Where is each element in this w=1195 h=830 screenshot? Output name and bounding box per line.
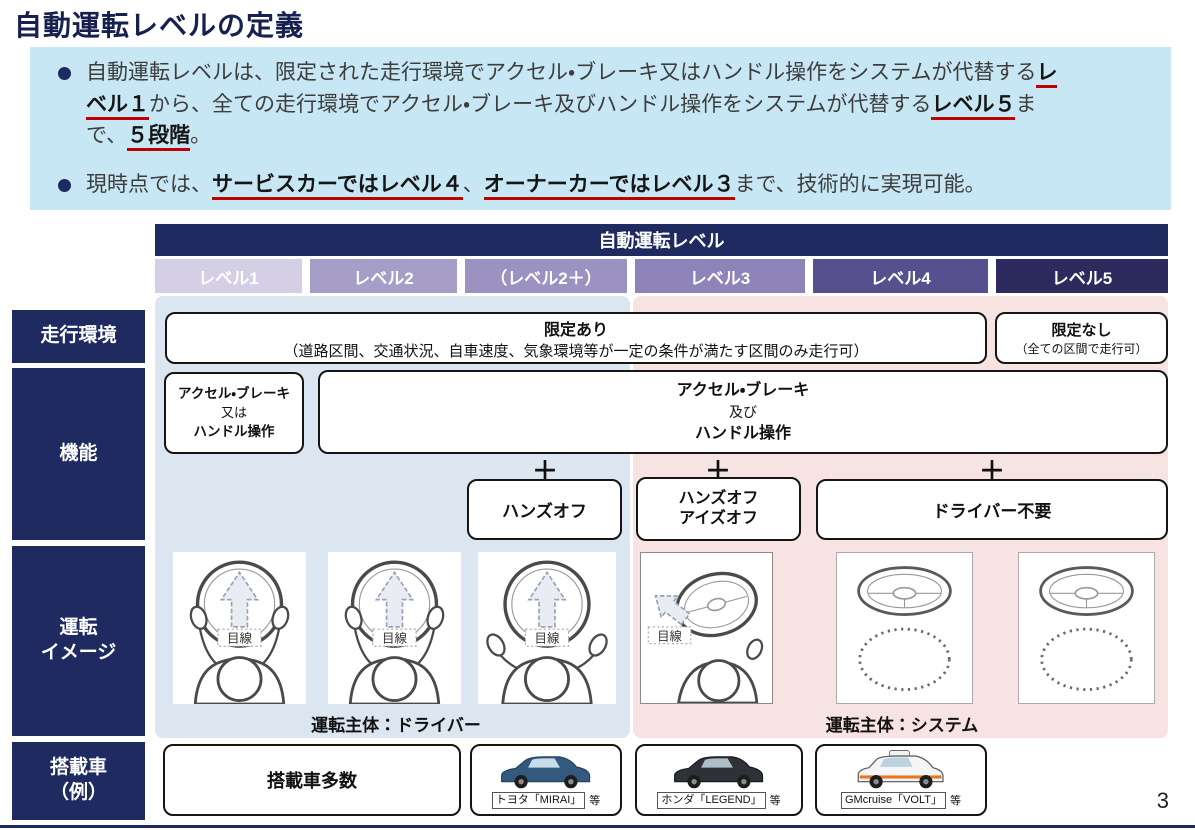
driving-image-level1: 目線 xyxy=(173,552,306,704)
intro-bullet-1-text: 自動運転レベルは、限定された走行環境でアクセル・ブレーキ又はハンドル操作をシステ… xyxy=(86,57,1071,152)
bullet-icon xyxy=(58,179,71,192)
gaze-label: 目線 xyxy=(382,631,407,646)
vehicle-volt-box: GMcruise「VOLT」 等 xyxy=(815,744,987,816)
vehicle-mirai-label: トヨタ「MIRAI」 等 xyxy=(491,792,600,809)
hands-off-box: ハンズオフ xyxy=(467,479,622,540)
emphasis-level1: レベル１ xyxy=(86,61,1058,120)
emphasis-owner-car: オーナーカーではレベル３ xyxy=(483,173,735,200)
car-mirai-icon xyxy=(501,756,591,789)
empty-seat-wheel-icon xyxy=(857,566,952,691)
empty-seat-wheel-icon xyxy=(1039,566,1134,691)
car-volt-icon xyxy=(857,750,944,789)
table-header: 自動運転レベル xyxy=(155,224,1168,256)
driving-image-level3: 目線 xyxy=(640,552,773,704)
driving-image-level5 xyxy=(1018,552,1155,704)
driver-subject-label: 運転主体：ドライバー xyxy=(311,716,481,735)
function-accel-or-steering-box: アクセル・ブレーキ 又は ハンドル操作 xyxy=(164,372,304,454)
environment-limited-box: 限定あり （道路区間、交通状況、自車速度、気象環境等が一定の条件が満たす区間のみ… xyxy=(165,312,987,364)
gaze-label: 目線 xyxy=(227,631,252,646)
page-title: 自動運転レベルの定義 xyxy=(14,10,305,41)
hands-eyes-off-box: ハンズオフ アイズオフ xyxy=(636,477,801,541)
vehicles-many-box: 搭載車多数 xyxy=(163,744,461,816)
driver-hands-on-wheel-icon: 目線 xyxy=(189,560,290,704)
intro-bullet-2: 現時点では、サービスカーではレベル４、オーナーカーではレベル３まで、技術的に実現… xyxy=(58,169,1138,201)
level-header-1: レベル1 xyxy=(155,259,302,293)
driver-not-required-box: ドライバー不要 xyxy=(816,479,1168,540)
emphasis-level5: レベル５ xyxy=(931,92,1016,120)
level-header-5: レベル5 xyxy=(996,259,1168,293)
driving-image-level4 xyxy=(836,552,973,704)
gm-cruise-volt-image xyxy=(845,749,957,791)
row-label-environment: 走行環境 xyxy=(12,310,145,363)
emphasis-5-stages: ５段階 xyxy=(127,124,191,151)
emphasis-service-car: サービスカーではレベル４ xyxy=(212,173,463,200)
driving-image-level2: 目線 xyxy=(328,552,461,704)
driver-eyes-off-icon: 目線 xyxy=(647,571,764,703)
intro-bullet-2-text: 現時点では、サービスカーではレベル４、オーナーカーではレベル３まで、技術的に実現… xyxy=(86,169,1071,201)
system-subject-label: 運転主体：システム xyxy=(825,716,979,735)
environment-unlimited-box: 限定なし （全ての区間で走行可） xyxy=(995,312,1168,364)
car-legend-icon xyxy=(674,756,764,789)
intro-callout: 自動運転レベルは、限定された走行環境でアクセル・ブレーキ又はハンドル操作をシステ… xyxy=(30,47,1171,210)
toyota-mirai-image xyxy=(490,749,602,791)
driving-image-level2plus: 目線 xyxy=(478,552,616,704)
driver-hands-off-wheel-icon: 目線 xyxy=(486,560,608,704)
page-number: 3 xyxy=(1156,788,1169,813)
vehicle-legend-box: ホンダ「LEGEND」 等 xyxy=(635,744,803,816)
level-header-3: レベル3 xyxy=(635,259,805,293)
gaze-label: 目線 xyxy=(535,631,560,646)
level-header-2: レベル2 xyxy=(310,259,457,293)
row-label-driving-image: 運転 イメージ xyxy=(12,546,145,736)
intro-bullet-1: 自動運転レベルは、限定された走行環境でアクセル・ブレーキ又はハンドル操作をシステ… xyxy=(58,57,1118,152)
vehicle-mirai-box: トヨタ「MIRAI」 等 xyxy=(470,744,622,816)
row-label-vehicles: 搭載車 （例） xyxy=(12,742,145,820)
vehicle-volt-label: GMcruise「VOLT」 等 xyxy=(841,792,961,809)
vehicle-legend-label: ホンダ「LEGEND」 等 xyxy=(657,792,781,809)
gaze-label: 目線 xyxy=(657,628,682,643)
bottom-rule xyxy=(0,825,1195,828)
honda-legend-image xyxy=(663,749,775,791)
bullet-icon xyxy=(58,67,71,80)
level-header-4: レベル4 xyxy=(813,259,988,293)
level-header-2plus: （レベル2＋） xyxy=(465,259,627,293)
driver-hands-on-wheel-icon: 目線 xyxy=(344,560,445,704)
function-accel-and-steering-box: アクセル・ブレーキ 及び ハンドル操作 xyxy=(318,370,1168,454)
row-label-function: 機能 xyxy=(12,368,145,540)
